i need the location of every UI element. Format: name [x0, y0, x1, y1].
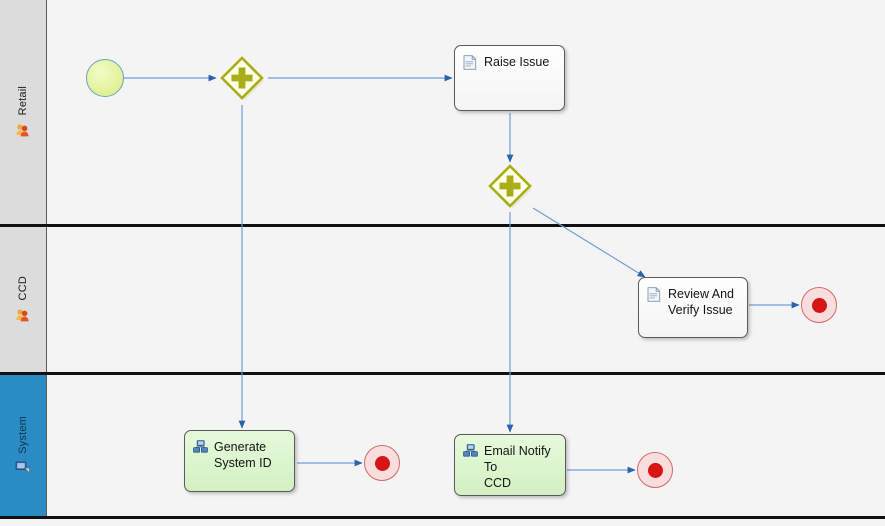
lane-ccd-header[interactable]: CCD — [0, 227, 46, 372]
parallel-gateway-2[interactable] — [487, 163, 533, 209]
people-icon — [15, 307, 31, 323]
people-icon — [15, 122, 31, 138]
task-email-notify-ccd[interactable]: Email Notify To CCD — [454, 434, 566, 496]
lane-retail-header[interactable]: Retail — [0, 0, 46, 224]
end-event-ccd[interactable] — [801, 287, 837, 323]
lane-system[interactable]: System — [0, 375, 885, 516]
task-generate-system-id-label: Generate System ID — [214, 440, 272, 470]
lane-retail[interactable]: Retail — [0, 0, 885, 224]
end-event-inner — [647, 462, 663, 478]
task-raise-issue-label: Raise Issue — [484, 55, 550, 69]
task-review-verify-issue[interactable]: Review And Verify Issue — [638, 277, 748, 338]
computer-icon — [15, 459, 31, 475]
lane-system-header[interactable]: System — [0, 375, 46, 516]
lane-system-label: System — [16, 415, 29, 454]
document-icon — [647, 287, 663, 303]
computer-icon — [193, 440, 209, 456]
end-event-inner — [811, 297, 827, 313]
lane-ccd-label: CCD — [16, 276, 29, 301]
lane-divider-2 — [0, 372, 885, 375]
parallel-gateway-1[interactable] — [219, 55, 265, 101]
task-generate-system-id[interactable]: Generate System ID — [184, 430, 295, 492]
end-event-system-1[interactable] — [364, 445, 400, 481]
task-review-verify-issue-label: Review And Verify Issue — [668, 287, 735, 317]
task-raise-issue[interactable]: Raise Issue — [454, 45, 565, 111]
end-event-system-2[interactable] — [637, 452, 673, 488]
lane-divider-1 — [0, 224, 885, 227]
pool-bottom-border — [0, 516, 885, 519]
lane-ccd-body — [46, 227, 885, 372]
lane-retail-label: Retail — [16, 86, 29, 116]
end-event-inner — [374, 455, 390, 471]
lane-retail-body — [46, 0, 885, 224]
document-icon — [463, 55, 479, 71]
lane-ccd[interactable]: CCD — [0, 227, 885, 372]
computer-icon — [463, 444, 479, 460]
task-email-notify-ccd-label: Email Notify To CCD — [484, 444, 551, 490]
start-event[interactable] — [86, 59, 124, 97]
